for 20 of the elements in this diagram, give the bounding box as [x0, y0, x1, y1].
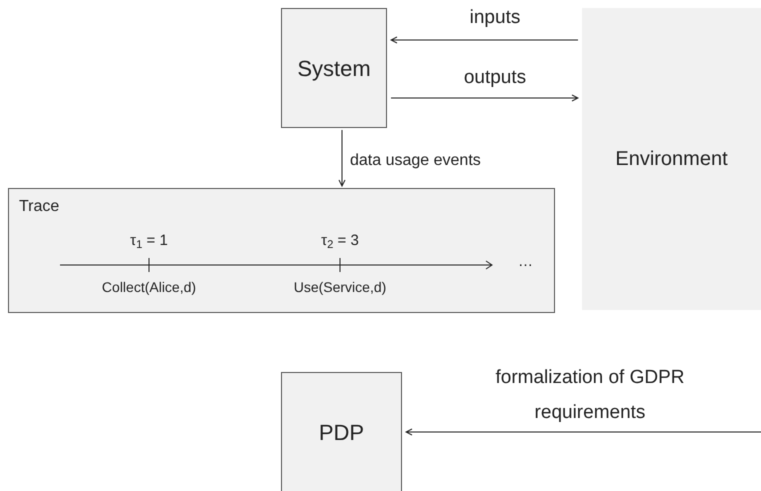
arrow	[390, 36, 578, 44]
arrow	[406, 428, 761, 436]
arrow	[390, 94, 578, 102]
edge-label: formalization of GDPR requirements	[494, 366, 686, 425]
arrow	[338, 130, 346, 186]
event-label: Use(Service,d)	[292, 278, 388, 297]
timestamp-label: τ$_{1}$ = 1	[129, 231, 169, 252]
edge-label: data usage events	[350, 151, 481, 171]
trace-panel	[8, 188, 555, 313]
edge-label: outputs	[462, 66, 528, 90]
node-label: System	[297, 54, 371, 83]
ellipsis-label: …	[518, 252, 533, 272]
node-label: Environment	[615, 147, 728, 172]
process-box	[281, 8, 387, 128]
timestamp-label: τ$_{2}$ = 3	[320, 231, 360, 252]
event-label: Collect(Alice,d)	[100, 278, 198, 297]
node-label: Trace	[19, 197, 60, 217]
process-box	[281, 372, 402, 491]
node-label: PDP	[318, 418, 364, 446]
edge-label: inputs	[468, 6, 522, 30]
